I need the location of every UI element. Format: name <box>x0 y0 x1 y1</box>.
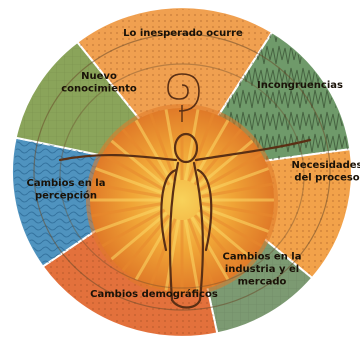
segment-label-line: del proceso <box>294 172 359 183</box>
segment-label-demograficos: Cambios demográficos <box>90 288 218 300</box>
segment-label-inesperado: Lo inesperado ocurre <box>123 28 243 39</box>
segment-label-line: industria y el <box>225 264 299 275</box>
segment-label-line: conocimiento <box>61 83 137 94</box>
segment-label-line: mercado <box>238 277 287 288</box>
segment-label-line: percepción <box>35 189 97 201</box>
segment-label-line: Cambios en la <box>223 252 302 263</box>
segment-label-line: Incongruencias <box>257 80 343 91</box>
segment-label-incongruencias: Incongruencias <box>257 80 343 91</box>
segment-label-line: Nuevo <box>81 71 117 82</box>
segment-label-line: Lo inesperado ocurre <box>123 28 243 39</box>
segment-label-line: Cambios en la <box>27 178 106 189</box>
segment-label-line: Cambios demográficos <box>90 288 218 300</box>
segment-label-line: Necesidades <box>291 160 360 171</box>
